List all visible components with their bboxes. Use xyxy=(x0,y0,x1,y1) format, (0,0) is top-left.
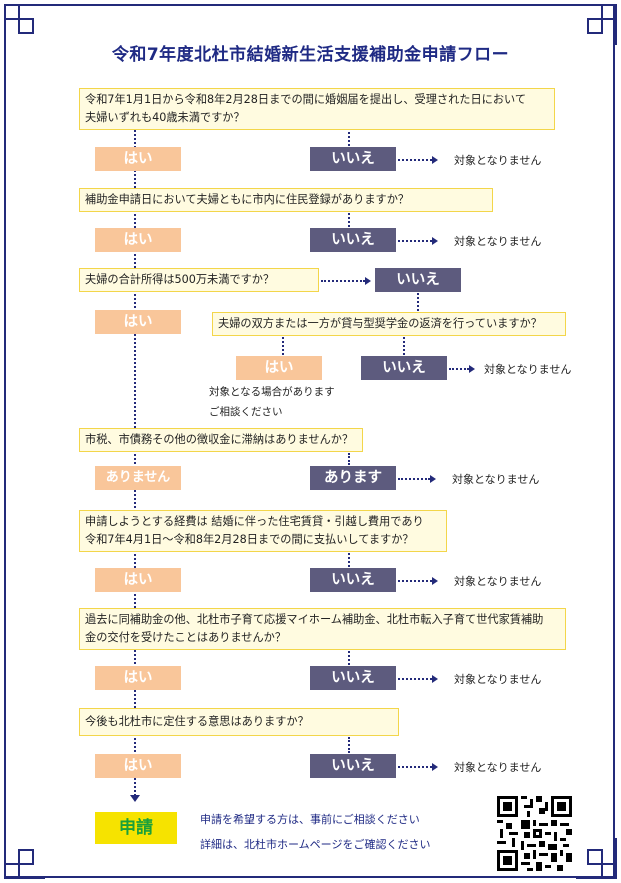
connector xyxy=(321,280,365,282)
connector xyxy=(449,368,469,370)
no-box-7: いいえ xyxy=(310,754,396,778)
arrow-right-icon xyxy=(430,475,436,483)
connector xyxy=(348,132,350,146)
arrow-right-icon xyxy=(365,277,371,285)
question-box-4: 市税、市債務その他の徴収金に滞納はありませんか？ xyxy=(79,428,363,452)
arrow-right-icon xyxy=(432,675,438,683)
arrow-right-icon xyxy=(432,577,438,585)
connector xyxy=(398,678,432,680)
footer-line-2: 詳細は、北杜市ホームページをご確認ください xyxy=(200,838,431,851)
connector xyxy=(398,766,432,768)
connector xyxy=(417,293,419,311)
question-box-6: 過去に同補助金の他、北杜市子育て応援マイホーム補助金、北杜市転入子育て世代家賃補… xyxy=(79,608,566,650)
corner-ornament-icon xyxy=(574,836,618,880)
main-flow-line xyxy=(134,126,136,796)
no-box-6: いいえ xyxy=(310,666,396,690)
connector xyxy=(398,240,432,242)
question-1-line-1: 令和7年1月1日から令和8年2月28日までの間に婚姻届を提出し、受理された日にお… xyxy=(85,93,527,106)
arrow-down-icon xyxy=(130,795,140,802)
corner-ornament-icon xyxy=(3,3,47,47)
yes-box-7: はい xyxy=(95,754,181,778)
yes-box-3b: はい xyxy=(236,356,322,380)
connector xyxy=(398,478,430,480)
no-box-2: いいえ xyxy=(310,228,396,252)
arrow-right-icon xyxy=(432,156,438,164)
yes-box-5: はい xyxy=(95,568,181,592)
question-6-line-1: 過去に同補助金の他、北杜市子育て応援マイホーム補助金、北杜市転入子育て世代家賃補… xyxy=(85,613,544,626)
connector xyxy=(348,651,350,665)
apply-box: 申請 xyxy=(95,812,177,844)
not-eligible-6: 対象となりません xyxy=(454,673,542,686)
no-box-3: いいえ xyxy=(375,268,461,292)
corner-ornament-icon xyxy=(3,836,47,880)
no-box-5: いいえ xyxy=(310,568,396,592)
no-box-1: いいえ xyxy=(310,147,396,171)
no-box-3b: いいえ xyxy=(361,356,447,380)
possible-note-line-1: 対象となる場合があります xyxy=(209,386,335,398)
connector xyxy=(398,159,432,161)
question-box-3: 夫婦の合計所得は500万未満ですか？ xyxy=(79,268,319,292)
question-box-2: 補助金申請日において夫婦ともに市内に住民登録がありますか？ xyxy=(79,188,493,212)
connector xyxy=(348,553,350,567)
not-eligible-3b: 対象となりません xyxy=(484,363,572,376)
connector xyxy=(348,213,350,227)
no-box-4: あります xyxy=(310,466,396,490)
yes-box-2: はい xyxy=(95,228,181,252)
yes-box-4: ありません xyxy=(95,466,181,490)
connector xyxy=(398,580,432,582)
qr-code-icon[interactable] xyxy=(497,796,572,871)
question-box-3b: 夫婦の双方または一方が貸与型奨学金の返済を行っていますか？ xyxy=(212,312,566,336)
question-1-line-2: 夫婦いずれも40歳未満ですか？ xyxy=(85,111,245,124)
not-eligible-1: 対象となりません xyxy=(454,154,542,167)
corner-ornament-icon xyxy=(574,3,618,47)
not-eligible-7: 対象となりません xyxy=(454,761,542,774)
page-title: 令和7年度北杜市結婚新生活支援補助金申請フロー xyxy=(111,45,510,65)
question-5-line-2: 令和7年4月1日～令和8年2月28日までの間に支払いしてますか？ xyxy=(85,533,414,546)
footer-line-1: 申請を希望する方は、事前にご相談ください xyxy=(200,813,420,826)
connector xyxy=(348,737,350,753)
not-eligible-4: 対象となりません xyxy=(452,473,540,486)
arrow-right-icon xyxy=(469,365,475,373)
connector xyxy=(282,337,284,355)
yes-box-6: はい xyxy=(95,666,181,690)
question-6-line-2: 金の交付を受けたことはありませんか？ xyxy=(85,631,287,644)
not-eligible-5: 対象となりません xyxy=(454,575,542,588)
arrow-right-icon xyxy=(432,237,438,245)
connector xyxy=(403,337,405,355)
arrow-right-icon xyxy=(432,763,438,771)
connector xyxy=(348,453,350,465)
question-box-7: 今後も北杜市に定住する意思はありますか？ xyxy=(79,708,399,736)
question-box-1: 令和7年1月1日から令和8年2月28日までの間に婚姻届を提出し、受理された日にお… xyxy=(79,88,555,130)
possible-note-line-2: ご相談ください xyxy=(209,406,283,418)
yes-box-3: はい xyxy=(95,310,181,334)
question-box-5: 申請しようとする経費は 結婚に伴った住宅賃貸・引越し費用であり 令和7年4月1日… xyxy=(79,510,447,552)
yes-box-1: はい xyxy=(95,147,181,171)
page-frame xyxy=(4,4,615,878)
question-5-line-1: 申請しようとする経費は 結婚に伴った住宅賃貸・引越し費用であり xyxy=(85,515,424,528)
not-eligible-2: 対象となりません xyxy=(454,235,542,248)
